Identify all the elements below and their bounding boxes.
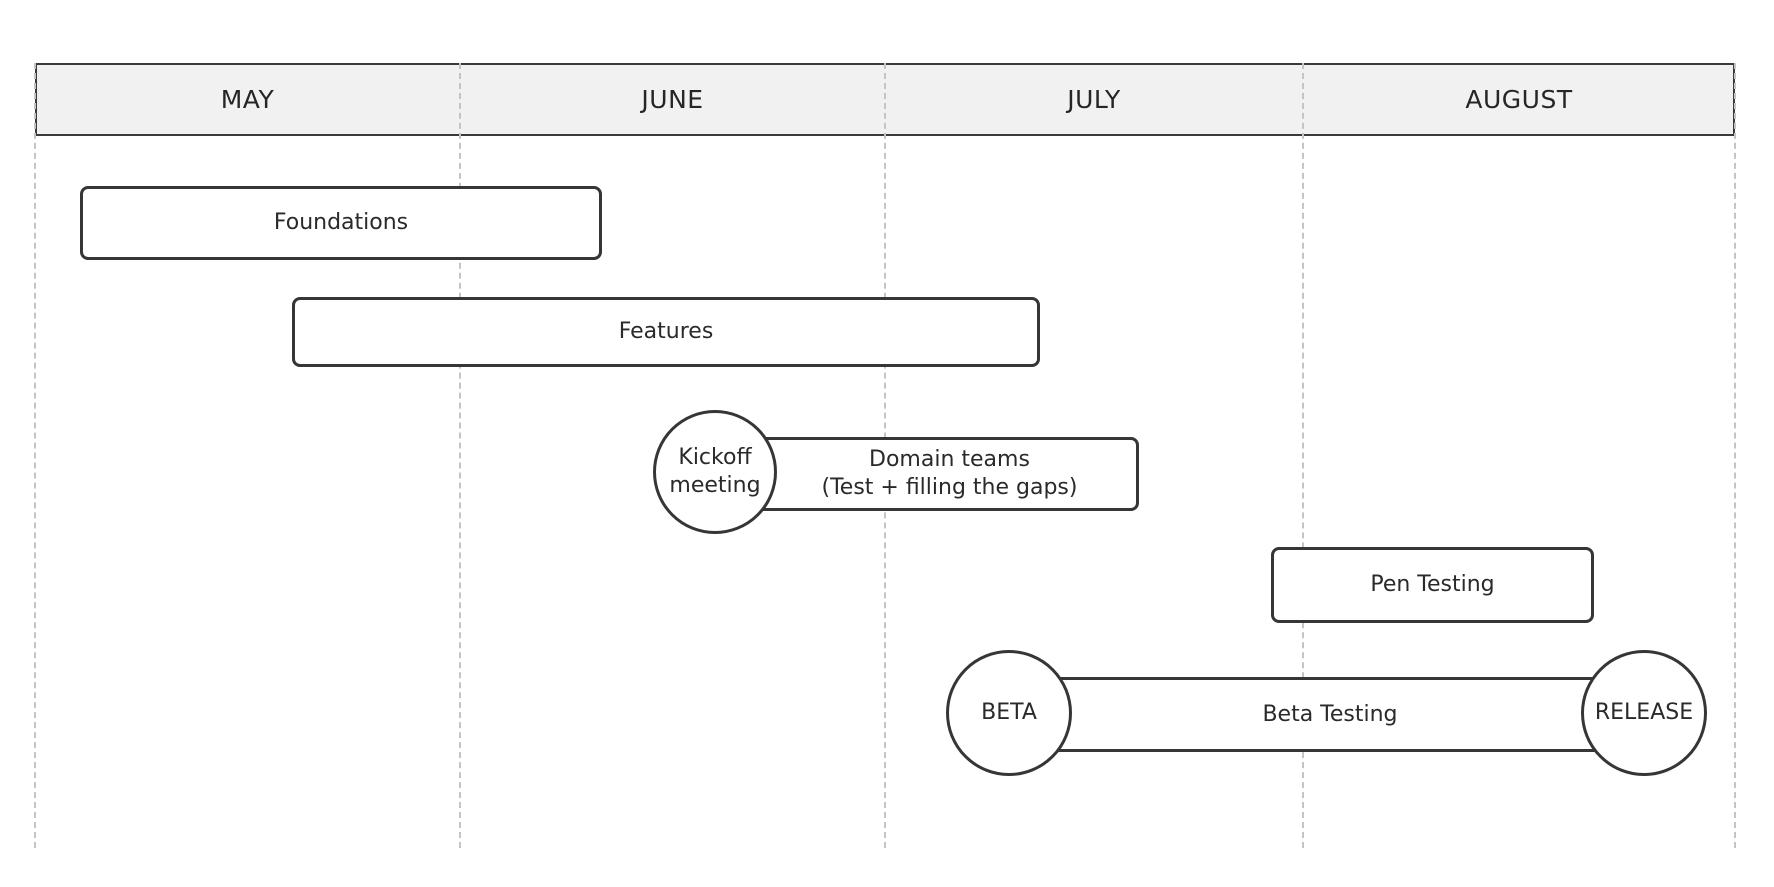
milestone-kickoff-meeting: Kickoff meeting bbox=[653, 410, 777, 534]
task-label-features: Features bbox=[618, 319, 714, 344]
milestone-release: RELEASE bbox=[1581, 650, 1707, 776]
task-label-domain-teams: Domain teams bbox=[869, 447, 1030, 472]
task-label-foundations: Foundations bbox=[273, 210, 409, 235]
milestone-label-kickoff: Kickoff bbox=[678, 445, 752, 470]
task-bar-pen-testing: Pen Testing bbox=[1271, 547, 1594, 623]
task-sublabel-domain-teams: (Test + filling the gaps) bbox=[821, 475, 1078, 500]
task-bar-beta-testing: Beta Testing bbox=[1040, 677, 1620, 752]
milestone-label-meeting: meeting bbox=[669, 473, 761, 498]
month-label-may: MAY bbox=[220, 85, 275, 114]
month-label-august: AUGUST bbox=[1465, 85, 1573, 114]
month-divider-july-august bbox=[1302, 63, 1304, 848]
month-divider-start bbox=[34, 63, 36, 848]
task-label-beta-testing: Beta Testing bbox=[1262, 701, 1398, 727]
month-label-june: JUNE bbox=[641, 85, 704, 114]
task-bar-domain-teams: Domain teams (Test + filling the gaps) bbox=[720, 437, 1139, 511]
task-label-pen-testing: Pen Testing bbox=[1370, 572, 1495, 597]
task-bar-features: Features bbox=[292, 297, 1040, 367]
milestone-label-beta: BETA bbox=[981, 700, 1037, 725]
milestone-label-release: RELEASE bbox=[1594, 700, 1694, 725]
milestone-beta: BETA bbox=[946, 650, 1072, 776]
month-divider-may-june bbox=[459, 63, 461, 848]
month-label-july: JULY bbox=[1067, 85, 1121, 114]
task-bar-foundations: Foundations bbox=[80, 186, 602, 260]
month-divider-end bbox=[1734, 63, 1736, 848]
